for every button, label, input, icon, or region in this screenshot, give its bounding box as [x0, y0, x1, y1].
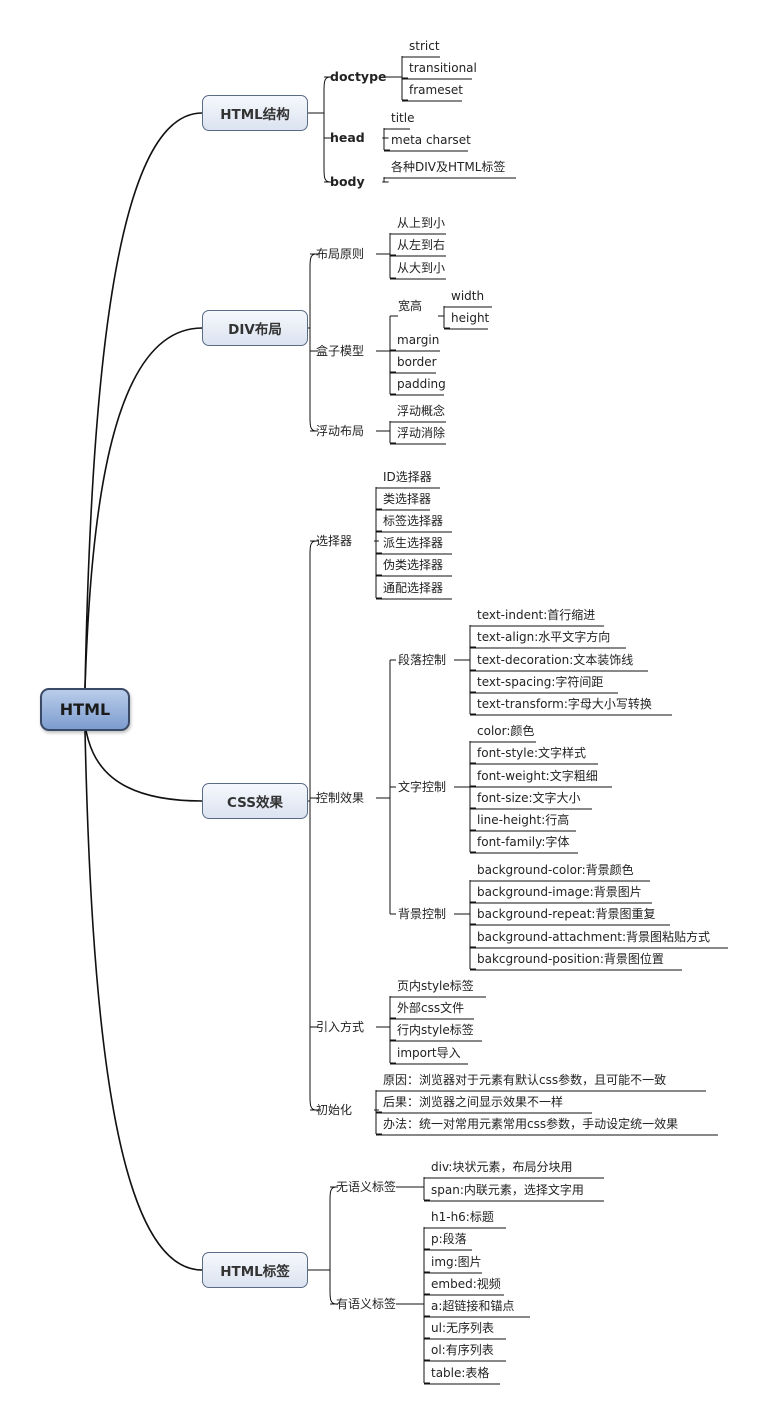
- leaf-从左到右: 从左到右: [397, 238, 446, 252]
- leaf-background-image-背景图片: background-image:背景图片: [477, 885, 642, 899]
- leaf-line-height-行高: line-height:行高: [477, 813, 570, 827]
- branch-html结构: HTML结构: [202, 95, 308, 131]
- node-宽高: 宽高: [398, 299, 423, 313]
- leaf-strict: strict: [409, 39, 440, 53]
- leaf-table-表格: table:表格: [431, 1366, 490, 1380]
- leaf-ol-有序列表: ol:有序列表: [431, 1343, 494, 1357]
- leaf-原因-浏览器对于元素有默认css参数-且可能不一致: 原因：浏览器对于元素有默认css参数，且可能不一致: [383, 1073, 667, 1087]
- leaf-background-attachment-背景图粘贴方式: background-attachment:背景图粘贴方式: [477, 930, 711, 944]
- leaf-h1-h6-标题: h1-h6:标题: [431, 1210, 494, 1224]
- leaf-从上到小: 从上到小: [397, 216, 446, 230]
- root-node: HTML: [40, 688, 130, 731]
- leaf-行内style标签: 行内style标签: [397, 1023, 474, 1037]
- leaf-a-超链接和锚点: a:超链接和锚点: [431, 1299, 515, 1313]
- leaf-border: border: [397, 355, 437, 369]
- branch-css效果: CSS效果: [202, 783, 308, 819]
- leaf-通配选择器: 通配选择器: [383, 581, 444, 595]
- connector: [309, 253, 317, 432]
- leaf-title: title: [391, 111, 415, 125]
- node-有语义标签: 有语义标签: [336, 1297, 397, 1311]
- leaf-text-decoration-文本装饰线: text-decoration:文本装饰线: [477, 653, 634, 667]
- leaf-各种div及html标签: 各种DIV及HTML标签: [391, 160, 506, 174]
- leaf-font-style-文字样式: font-style:文字样式: [477, 746, 587, 760]
- node-布局原则: 布局原则: [316, 247, 365, 261]
- leaf-padding: padding: [397, 377, 446, 391]
- leaf-color-颜色: color:颜色: [477, 724, 535, 738]
- leaf-id选择器: ID选择器: [383, 470, 432, 484]
- leaf-font-family-字体: font-family:字体: [477, 835, 570, 849]
- leaf-img-图片: img:图片: [431, 1255, 482, 1269]
- node-选择器: 选择器: [316, 534, 353, 548]
- leaf-bakcground-position-背景图位置: bakcground-position:背景图位置: [477, 952, 664, 966]
- leaf-办法-统一对常用元素常用css参数-手动设定统一效果: 办法：统一对常用元素常用css参数，手动设定统一效果: [383, 1117, 679, 1131]
- leaf-text-transform-字母大小写转换: text-transform:字母大小写转换: [477, 697, 652, 711]
- connector: [84, 327, 203, 689]
- leaf-页内style标签: 页内style标签: [397, 979, 474, 993]
- leaf-派生选择器: 派生选择器: [383, 536, 444, 550]
- node-无语义标签: 无语义标签: [336, 1180, 397, 1194]
- leaf-浮动概念: 浮动概念: [397, 404, 446, 418]
- leaf-font-weight-文字粗细: font-weight:文字粗细: [477, 769, 598, 783]
- node-控制效果: 控制效果: [316, 791, 365, 805]
- leaf-从大到小: 从大到小: [397, 261, 446, 275]
- leaf-text-indent-首行缩进: text-indent:首行缩进: [477, 608, 596, 622]
- branch-div布局: DIV布局: [202, 310, 308, 346]
- leaf-transitional: transitional: [409, 61, 477, 75]
- node-浮动布局: 浮动布局: [316, 424, 365, 438]
- leaf-div-块状元素-布局分块用: div:块状元素，布局分块用: [431, 1160, 573, 1174]
- node-文字控制: 文字控制: [398, 780, 447, 794]
- node-head: head: [330, 130, 365, 145]
- leaf-外部css文件: 外部css文件: [397, 1001, 465, 1015]
- node-段落控制: 段落控制: [398, 653, 447, 667]
- connector: [323, 76, 331, 183]
- node-初始化: 初始化: [316, 1103, 353, 1117]
- leaf-import导入: import导入: [397, 1046, 461, 1060]
- leaf-background-repeat-背景图重复: background-repeat:背景图重复: [477, 907, 656, 921]
- connector: [309, 540, 317, 1111]
- connector: [329, 1186, 337, 1305]
- leaf-标签选择器: 标签选择器: [383, 514, 444, 528]
- leaf-浮动消除: 浮动消除: [397, 426, 446, 440]
- connector: [84, 724, 203, 802]
- branch-html标签: HTML标签: [202, 1252, 308, 1288]
- leaf-text-spacing-字符间距: text-spacing:字符间距: [477, 675, 604, 689]
- node-body: body: [330, 174, 365, 189]
- leaf-后果-浏览器之间显示效果不一样: 后果：浏览器之间显示效果不一样: [383, 1095, 564, 1109]
- leaf-embed-视频: embed:视频: [431, 1277, 501, 1291]
- leaf-frameset: frameset: [409, 83, 463, 97]
- leaf-ul-无序列表: ul:无序列表: [431, 1321, 494, 1335]
- connector: [84, 730, 203, 1271]
- leaf-width: width: [451, 289, 485, 303]
- leaf-font-size-文字大小: font-size:文字大小: [477, 791, 581, 805]
- connector: [84, 112, 203, 689]
- leaf-类选择器: 类选择器: [383, 492, 432, 506]
- node-盒子模型: 盒子模型: [316, 344, 365, 358]
- leaf-height: height: [451, 311, 490, 325]
- leaf-span-内联元素-选择文字用: span:内联元素，选择文字用: [431, 1183, 584, 1197]
- node-背景控制: 背景控制: [398, 907, 447, 921]
- leaf-p-段落: p:段落: [431, 1232, 467, 1246]
- leaf-text-align-水平文字方向: text-align:水平文字方向: [477, 630, 611, 644]
- leaf-伪类选择器: 伪类选择器: [383, 558, 444, 572]
- node-引入方式: 引入方式: [316, 1020, 365, 1034]
- leaf-background-color-背景颜色: background-color:背景颜色: [477, 863, 634, 877]
- node-doctype: doctype: [330, 69, 387, 84]
- leaf-margin: margin: [397, 333, 440, 347]
- leaf-meta-charset: meta charset: [391, 133, 471, 147]
